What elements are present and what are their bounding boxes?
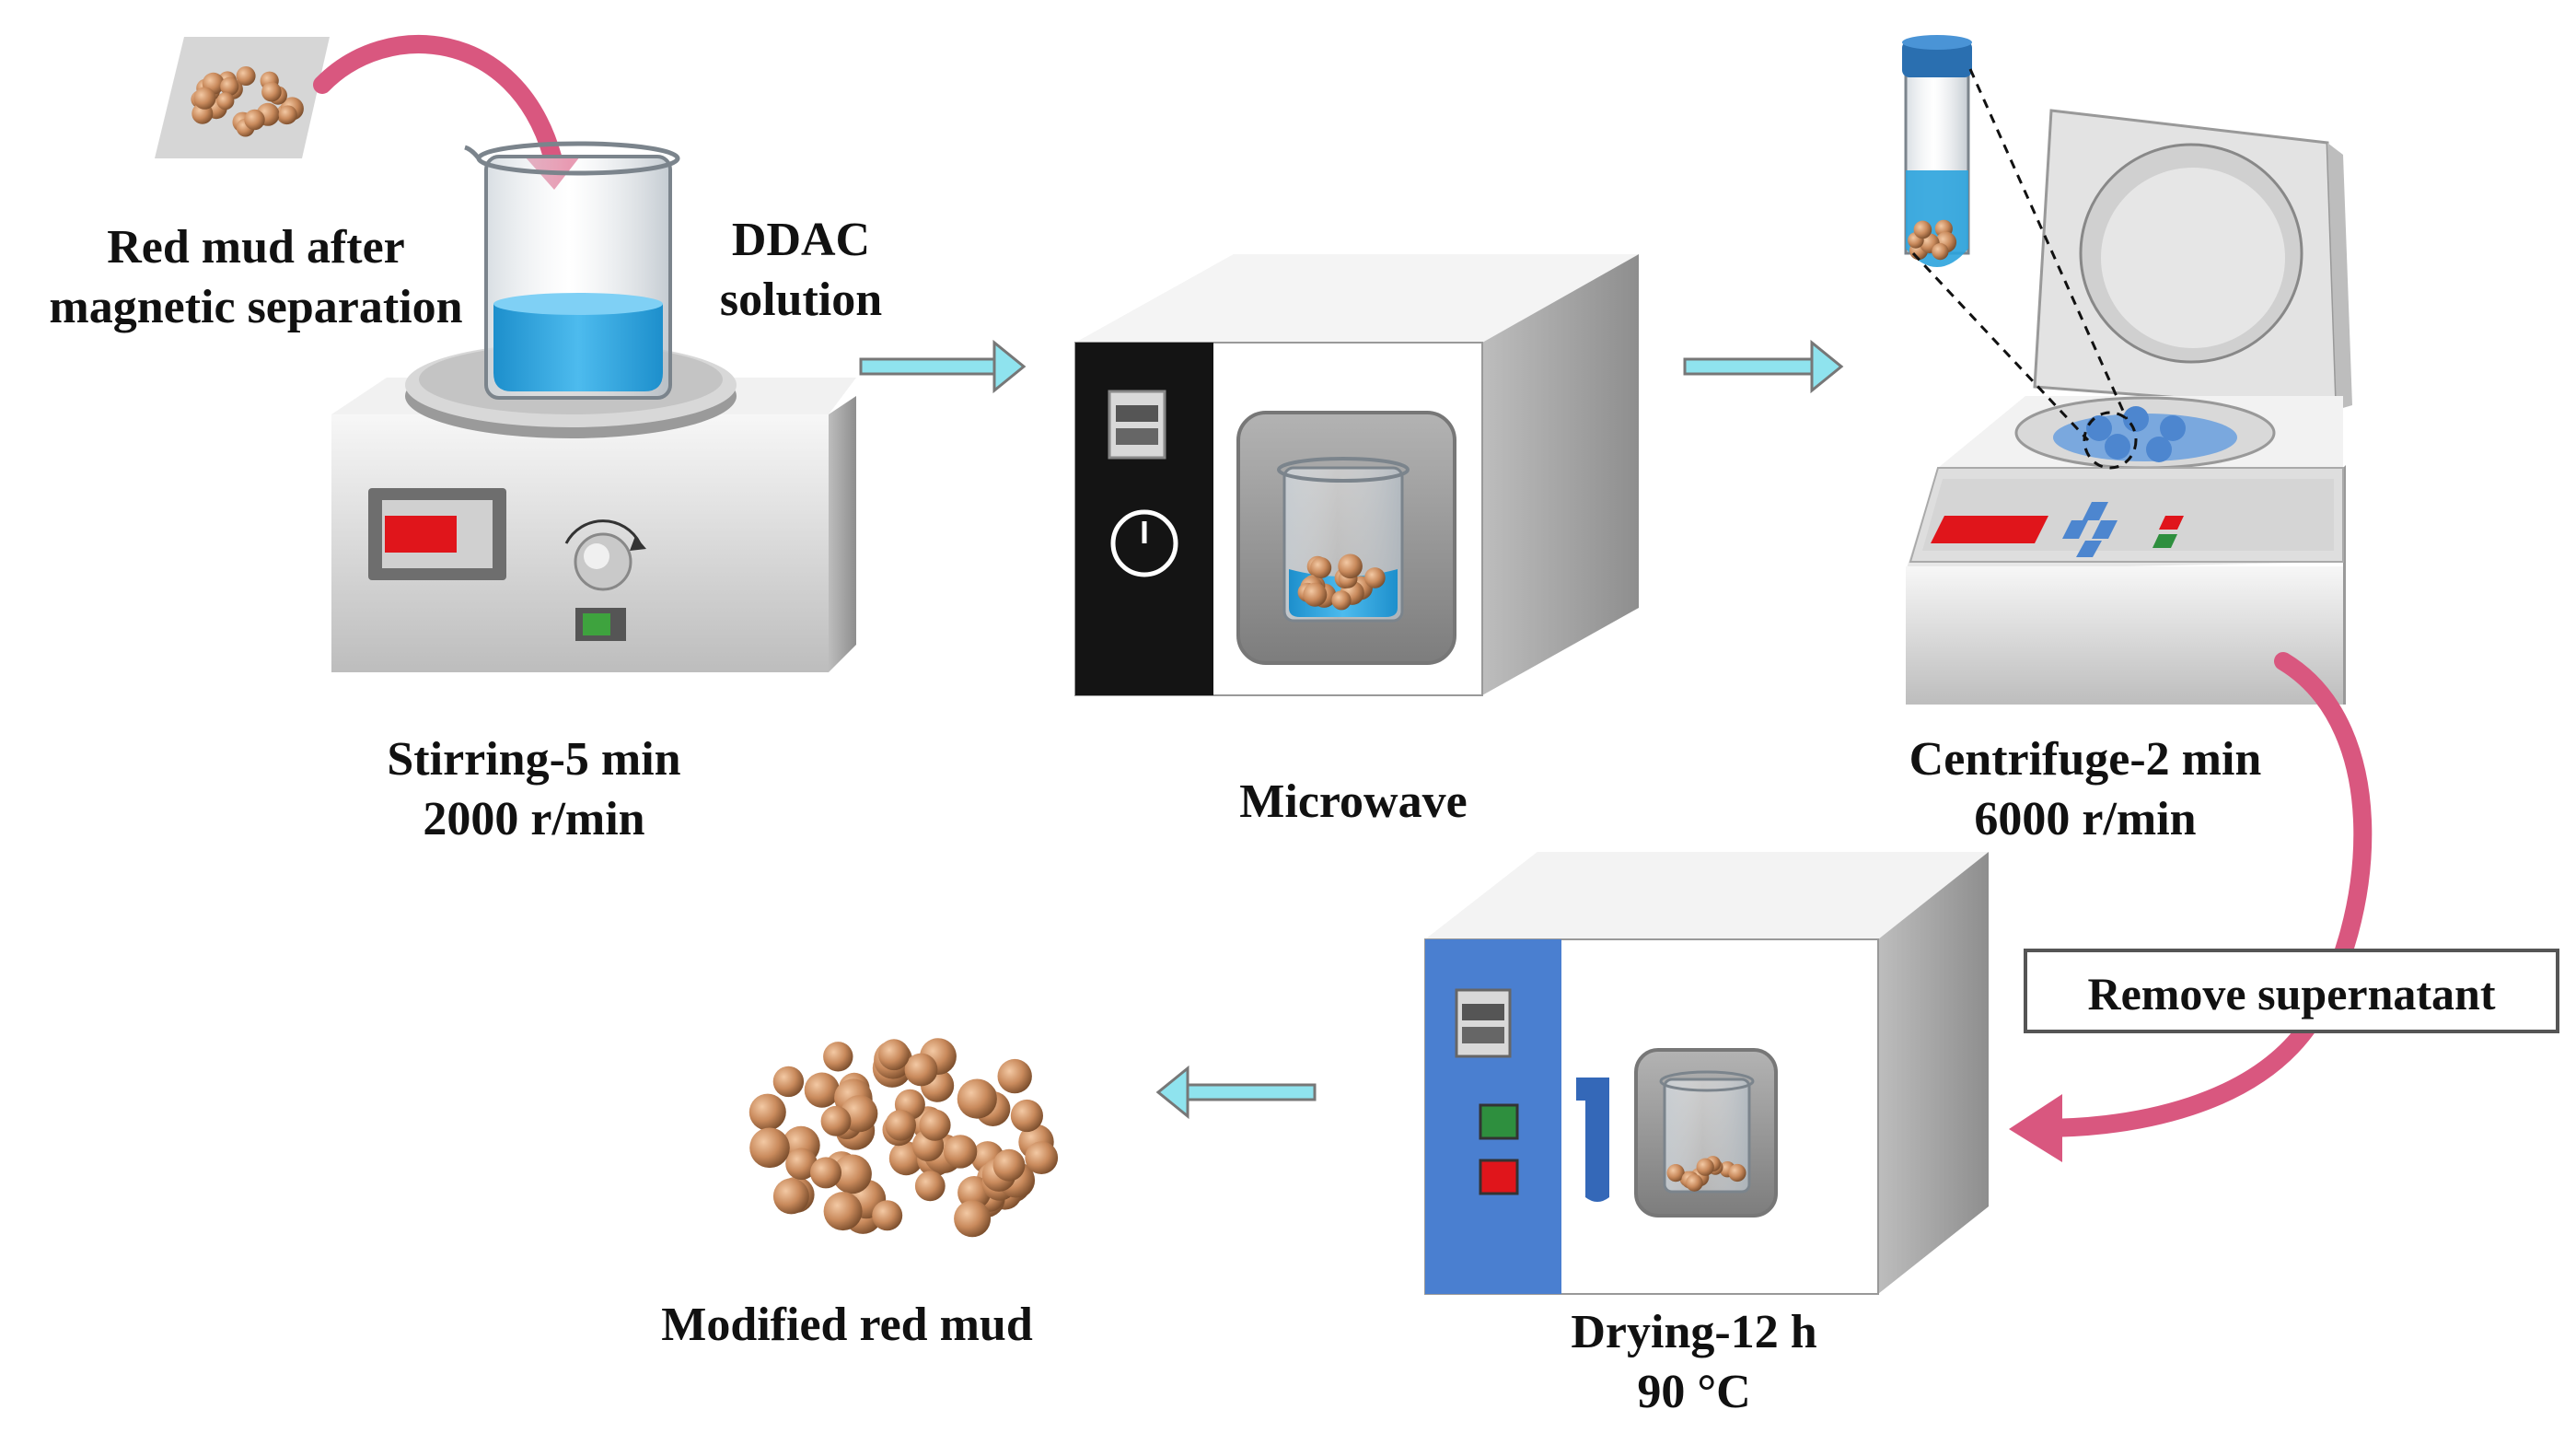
- label-red-mud-line1: Red mud after: [107, 221, 405, 274]
- red-mud-particle: [236, 66, 256, 86]
- label-modified-text: Modified red mud: [661, 1299, 1033, 1351]
- red-mud-particle: [193, 87, 216, 110]
- red-mud-sheet: [155, 37, 330, 158]
- red-mud-particle: [1310, 557, 1332, 578]
- red-mud-particle: [1303, 582, 1328, 607]
- red-mud-particle: [904, 1053, 938, 1087]
- red-mud-particle: [804, 1072, 840, 1108]
- red-mud-particle: [261, 81, 282, 102]
- red-mud-particle: [810, 1157, 841, 1189]
- zoom-dashed-lines: [1911, 68, 2138, 470]
- label-centrifuge-line2: 6000 r/min: [1974, 793, 2197, 845]
- red-mud-particle: [885, 1110, 916, 1141]
- label-microwave-text: Microwave: [1239, 775, 1468, 828]
- red-mud-particle: [1932, 243, 1949, 261]
- label-drying-line1: Drying-12 h: [1571, 1306, 1817, 1358]
- particles-in-microwave: [1297, 553, 1386, 611]
- red-mud-particle: [772, 1066, 805, 1098]
- label-red-mud: Red mud after magnetic separation: [17, 217, 495, 337]
- red-mud-particle: [1686, 1174, 1703, 1192]
- label-stirring-line2: 2000 r/min: [423, 793, 645, 845]
- beaker-stirrer: [464, 141, 680, 400]
- red-mud-particle: [919, 1109, 951, 1141]
- modified-red-mud-pile: [748, 1038, 1059, 1238]
- red-mud-particle: [997, 1058, 1032, 1094]
- red-mud-particle: [872, 1200, 903, 1231]
- label-stirring: Stirring-5 min 2000 r/min: [304, 729, 764, 849]
- red-mud-particle: [957, 1078, 997, 1119]
- red-mud-particle: [749, 1127, 790, 1169]
- red-mud-particle: [220, 76, 239, 96]
- red-mud-particle: [748, 1093, 786, 1131]
- red-mud-particle: [943, 1135, 978, 1169]
- cyan-arrow-1: [859, 339, 1027, 394]
- label-microwave: Microwave: [1123, 772, 1584, 832]
- label-stirring-line1: Stirring-5 min: [387, 733, 681, 786]
- red-mud-particle: [1338, 553, 1363, 579]
- particle-cluster-input: [191, 66, 304, 137]
- oven-handle-icon: [1576, 1078, 1609, 1202]
- red-mud-particle: [1666, 1164, 1685, 1183]
- label-red-mud-line2: magnetic separation: [49, 281, 463, 333]
- red-mud-particle: [992, 1148, 1026, 1182]
- label-remove-supernatant: Remove supernatant: [2087, 968, 2496, 1019]
- red-mud-particle: [244, 109, 265, 131]
- red-mud-particle: [832, 1154, 872, 1194]
- label-ddac: DDAC solution: [686, 210, 916, 330]
- cyan-arrow-2: [1683, 339, 1844, 394]
- red-mud-particle: [216, 92, 235, 111]
- label-centrifuge: Centrifuge-2 min 6000 r/min: [1855, 729, 2315, 849]
- red-mud-particle: [914, 1171, 946, 1202]
- red-mud-particle: [1010, 1099, 1043, 1133]
- label-ddac-line1: DDAC: [731, 214, 871, 266]
- red-mud-particle: [1364, 567, 1386, 588]
- red-mud-particle: [278, 105, 297, 124]
- red-mud-particle: [1913, 220, 1932, 239]
- red-mud-particle: [1696, 1158, 1714, 1176]
- microwave-dial-icon: [1110, 509, 1178, 577]
- remove-supernatant-box: Remove supernatant: [2024, 949, 2559, 1033]
- label-centrifuge-line1: Centrifuge-2 min: [1909, 733, 2262, 786]
- label-modified: Modified red mud: [580, 1295, 1114, 1355]
- label-drying: Drying-12 h 90 °C: [1464, 1302, 1924, 1422]
- red-mud-particle: [820, 1105, 852, 1136]
- centrifuge-display-icon: [1931, 516, 2048, 543]
- cyan-arrow-3: [1155, 1065, 1317, 1120]
- label-ddac-line2: solution: [719, 274, 883, 326]
- red-mud-particle: [823, 1192, 863, 1231]
- red-mud-particle: [954, 1200, 992, 1238]
- red-mud-particle: [1331, 590, 1352, 611]
- label-drying-line2: 90 °C: [1637, 1366, 1751, 1418]
- red-mud-particle: [878, 1039, 910, 1071]
- particles-in-oven: [1666, 1156, 1746, 1192]
- centrifuge-machine: [1906, 109, 2352, 705]
- red-mud-particle: [1728, 1163, 1746, 1183]
- red-mud-particle: [772, 1178, 809, 1215]
- red-mud-particle: [1025, 1141, 1059, 1174]
- stirrer-display-icon: [385, 516, 457, 553]
- red-mud-particle: [823, 1042, 853, 1072]
- red-mud-particle: [785, 1148, 818, 1181]
